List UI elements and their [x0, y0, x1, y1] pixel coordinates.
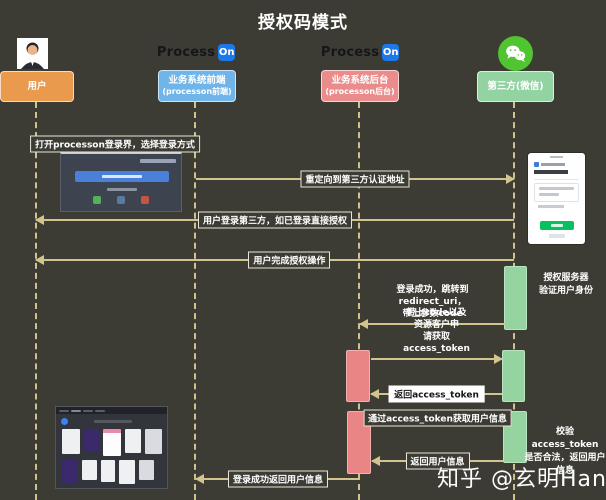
divider	[534, 179, 579, 180]
login-provider-icons	[61, 196, 181, 204]
message-label: 用户完成授权操作	[248, 251, 331, 269]
authorize-button-thumb	[540, 221, 574, 230]
processon-on-tile: On	[382, 43, 400, 61]
dashboard-toolbar-bar	[94, 420, 132, 423]
file-thumb	[103, 429, 121, 456]
processon-logo-text: Process	[320, 44, 380, 60]
file-thumb	[62, 429, 80, 454]
actor-thirdparty: 第三方(微信)	[477, 71, 554, 102]
actor-frontend-label: 业务系统前端	[168, 75, 226, 87]
login-blue-button-thumb	[75, 171, 169, 182]
app-icon-thumb	[534, 162, 539, 167]
user-avatar-icon	[17, 38, 48, 69]
dashboard-titlebar	[56, 407, 167, 414]
qq-login-icon	[117, 196, 125, 204]
wechat-login-icon	[93, 196, 101, 204]
activation-verify-identity	[504, 266, 527, 330]
lifeline-frontend	[194, 102, 196, 500]
wechat-icon	[498, 36, 533, 71]
actor-backend-label: 业务系统后台	[331, 75, 389, 87]
file-thumb	[82, 460, 97, 480]
processon-logo-text: Process	[156, 44, 216, 60]
actor-thirdparty-label: 第三方(微信)	[487, 80, 544, 92]
actor-user-label: 用户	[27, 80, 47, 92]
message-label: 返回access_token	[388, 385, 485, 403]
wechat-auth-screenshot	[528, 153, 585, 244]
file-thumb	[139, 460, 154, 480]
message-label: 打开processon登录界，选择登录方式	[30, 135, 200, 153]
diagram-title: 授权码模式	[258, 13, 348, 33]
file-thumb	[84, 429, 99, 451]
file-thumbnails-grid	[62, 429, 163, 485]
text-bar	[538, 205, 564, 208]
scope-box	[534, 183, 579, 202]
file-thumb	[119, 460, 135, 484]
lifeline-user	[35, 102, 37, 500]
processon-logo: Process On	[314, 42, 406, 62]
actor-backend-sublabel: (processon后台)	[325, 86, 395, 96]
cancel-text-bar	[549, 234, 565, 238]
login-hint-bar	[140, 159, 176, 163]
arrow-line	[371, 354, 503, 364]
message-label: 带上code以及资源客户申 请获取access_token	[403, 308, 470, 354]
other-login-text-bar	[107, 188, 137, 191]
processon-dashboard-screenshot	[55, 406, 168, 489]
processon-logo: Process On	[150, 42, 242, 62]
message-label: 通过access_token获取用户信息	[363, 409, 512, 427]
lifeline-backend	[358, 102, 360, 500]
actor-frontend-sublabel: (processon前端)	[162, 86, 232, 96]
message-label: 重定向到第三方认证地址	[300, 170, 410, 188]
actor-frontend: 业务系统前端 (processon前端)	[158, 70, 236, 102]
file-thumb	[145, 429, 162, 454]
activation-backend-token	[346, 350, 370, 402]
note-auth-server-verify: 授权服务器 验证用户身份	[538, 273, 593, 296]
actor-backend: 业务系统后台 (processon后台)	[321, 70, 399, 102]
message-label: 登录成功，跳转到 redirect_uri，带上参数code	[396, 285, 469, 319]
title-bar	[534, 170, 568, 174]
message-label: 用户登录第三方，如已登录直接授权	[197, 211, 353, 229]
arrow-line	[359, 319, 505, 329]
dashboard-avatar	[61, 418, 68, 425]
login-page-screenshot	[60, 152, 182, 212]
file-thumb	[62, 460, 78, 483]
mail-login-icon	[141, 196, 149, 204]
message-label: 返回用户信息	[405, 452, 470, 470]
activation-thirdparty-token	[502, 350, 525, 402]
file-thumb	[101, 460, 115, 482]
message-label: 登录成功返回用户信息	[227, 470, 329, 488]
text-bar	[541, 163, 565, 166]
file-thumb	[125, 429, 141, 453]
note-validate-token: 校验access_token 是否合法，返回用户 信息	[524, 427, 606, 476]
processon-on-tile: On	[218, 43, 236, 61]
phone-statusbar	[550, 156, 563, 158]
actor-user: 用户	[0, 71, 74, 102]
zhihu-watermark: 知乎 @玄明Hanko	[437, 467, 606, 492]
